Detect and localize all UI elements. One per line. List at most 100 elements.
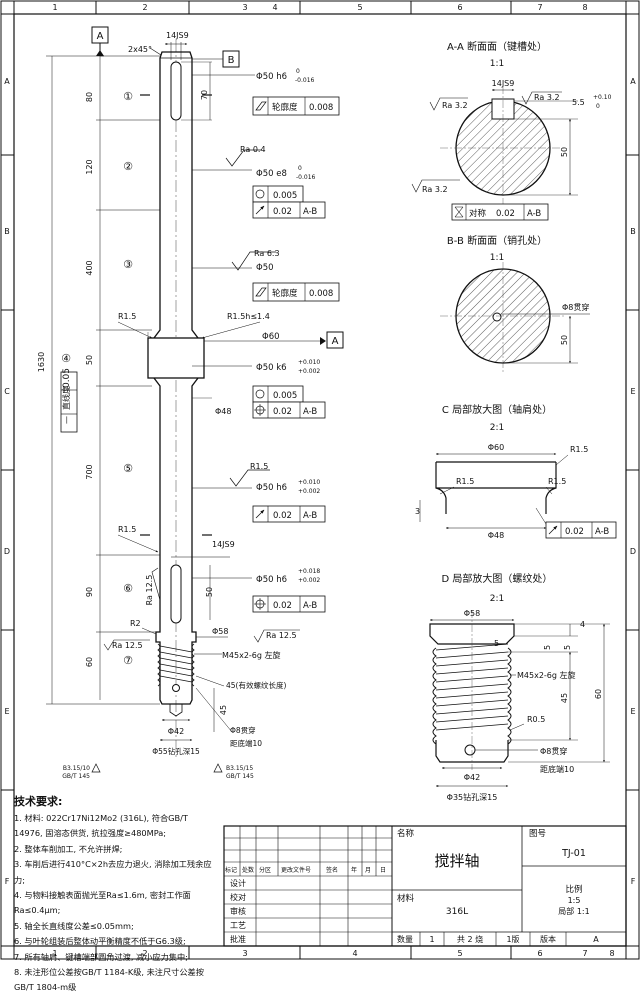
tech-item-2: 2. 整体车削加工, 不允许拼焊; [14,843,123,854]
datum-a-label: A [97,31,104,42]
keyway-top-label: 14JS9 [166,31,189,40]
svg-text:R2: R2 [130,619,141,628]
svg-text:45: 45 [560,693,569,703]
svg-text:3: 3 [415,507,420,516]
name-label: 名称 [397,828,415,839]
svg-text:+0.002: +0.002 [298,368,320,375]
svg-text:Ra 0.4: Ra 0.4 [240,145,266,154]
length-dimension-chain [46,55,160,705]
svg-text:0.02: 0.02 [273,601,292,611]
svg-text:0.02: 0.02 [273,511,292,521]
svg-text:Φ50 h6: Φ50 h6 [256,483,287,493]
svg-text:Ra 12.5: Ra 12.5 [112,641,143,650]
zone-row-b-right: B [630,227,636,236]
svg-text:Φ58: Φ58 [212,627,228,636]
svg-text:-0.016: -0.016 [296,174,316,181]
segment-marker-5: ⑤ [123,462,133,475]
svg-text:14JS9: 14JS9 [492,79,515,88]
rev-header-count: 处数 [242,866,254,874]
svg-text:R1.5: R1.5 [548,477,566,486]
segment-marker-6: ⑥ [123,582,133,595]
svg-text:Φ48: Φ48 [488,531,504,540]
svg-text:0.02: 0.02 [496,209,515,219]
svg-text:M45x2-6g 左旋: M45x2-6g 左旋 [517,670,576,680]
length-seg1: 80 [85,92,94,102]
svg-text:Φ55钻孔深15: Φ55钻孔深15 [152,746,200,756]
zone-col-5: 5 [357,3,362,12]
zone-col-1: 1 [52,3,57,12]
zone-row-f-left: F [5,877,10,886]
svg-text:+0.002: +0.002 [298,577,320,584]
role-review: 审核 [230,906,246,916]
length-seg6: 90 [85,587,94,597]
svg-text:Φ60: Φ60 [488,443,504,452]
svg-text:直线度: 直线度 [61,386,71,410]
scale-label: 比例 [565,884,582,895]
seg7-callouts: R2 Ra 12.5 Φ58 Ra 12.5 M45x2-6g 左旋 45(有效… [62,619,300,780]
svg-text:Φ8贯穿: Φ8贯穿 [562,302,589,312]
collar [147,337,205,379]
svg-text:GB/T 145: GB/T 145 [226,773,254,780]
svg-text:Φ50 e8: Φ50 e8 [256,169,287,179]
svg-text:0.005: 0.005 [273,391,297,401]
svg-text:R1.5: R1.5 [456,477,474,486]
bottom-center-hole [169,704,183,717]
svg-text:M45x2-6g 左旋: M45x2-6g 左旋 [222,650,281,660]
rev-header-sign: 签名 [326,866,338,874]
svg-text:5: 5 [494,639,499,648]
svg-text:0.05: 0.05 [62,368,72,388]
section-b-b: B-B 断面面（销孔处） 1:1 Φ8贯穿 50 [440,234,590,372]
zone-row-a-left: A [4,77,10,86]
svg-text:R0.5: R0.5 [527,715,545,724]
svg-text:70: 70 [200,90,209,100]
detail-c-title: C 局部放大图（轴肩处） [442,403,552,416]
section-a-scale: 1:1 [490,59,504,69]
section-a-title: A-A 断面面（键槽处） [447,40,547,53]
svg-text:R1.5h≤1.4: R1.5h≤1.4 [227,312,270,321]
svg-text:A-B: A-B [303,601,317,611]
svg-text:距底端10: 距底端10 [230,738,262,748]
rev-header-day: 日 [380,867,386,874]
tech-item-3: 3. 车削后进行410°C×2h去应力退火, 消除加工残余应力; [14,859,212,885]
seg2-callouts: Ra 0.4 Φ50 e8 0 -0.016 0.005 0.02 A-B [192,145,326,219]
datum-b-label: B [228,55,235,66]
svg-text:45: 45 [219,705,228,715]
zone-col-2-bottom: 2 [142,949,147,958]
length-seg5: 700 [85,464,94,479]
zone-col-5-bottom: 5 [457,949,462,958]
drawing-no-label: 图号 [529,829,546,839]
svg-text:A-B: A-B [303,407,317,417]
seg3-callouts: Ra 6.3 Φ50 轮廓度 0.008 [192,249,340,302]
zone-row-f-right: F [631,877,636,886]
detail-d: D 局部放大图（螺纹处） 2:1 Φ58 4 5 5 5 M45x2-6g 左旋… [429,572,610,802]
segment-marker-3: ③ [123,258,133,271]
sheet-number: 1版 [506,934,519,944]
svg-text:+0.10: +0.10 [593,94,612,101]
drawing-number: TJ-01 [561,848,586,859]
detail-d-title: D 局部放大图（螺纹处） [442,572,553,585]
section-b-scale: 1:1 [490,253,504,263]
rev-header-doc: 更改文件号 [281,866,311,874]
detail-c-profile [435,461,557,514]
svg-text:轮廓度: 轮廓度 [272,288,298,299]
section-b-pin-hole [492,312,502,322]
svg-text:5.5: 5.5 [572,98,585,107]
section-a-a: A-A 断面面（键槽处） 1:1 14JS9 Ra 3.2 Ra 3.2 5.5… [411,40,612,221]
svg-text:Φ50 h6: Φ50 h6 [256,72,287,82]
zone-row-e-left: E [4,707,9,716]
zone-col-6-bottom: 6 [537,949,542,958]
svg-text:45(有效螺纹长度): 45(有效螺纹长度) [226,680,286,690]
length-seg4: 50 [85,355,94,365]
tech-item-8: 8. 未注形位公差按GB/T 1184-K级, 未注尺寸公差按GB/T 1804… [14,967,204,993]
svg-text:Φ8贯穿: Φ8贯穿 [540,746,567,756]
zone-row-d-right: D [630,547,636,556]
seg1-callouts: Φ50 h6 0 -0.016 70 轮廓度 0.008 [181,61,340,121]
svg-text:0.02: 0.02 [565,527,584,537]
svg-text:0.02: 0.02 [273,207,292,217]
svg-text:A-B: A-B [527,209,541,219]
pin-hole [172,684,180,692]
svg-text:50: 50 [205,587,214,597]
svg-text:Ra 3.2: Ra 3.2 [422,185,448,194]
rev-header-zone: 分区 [259,866,271,874]
svg-text:Φ60: Φ60 [262,332,280,342]
